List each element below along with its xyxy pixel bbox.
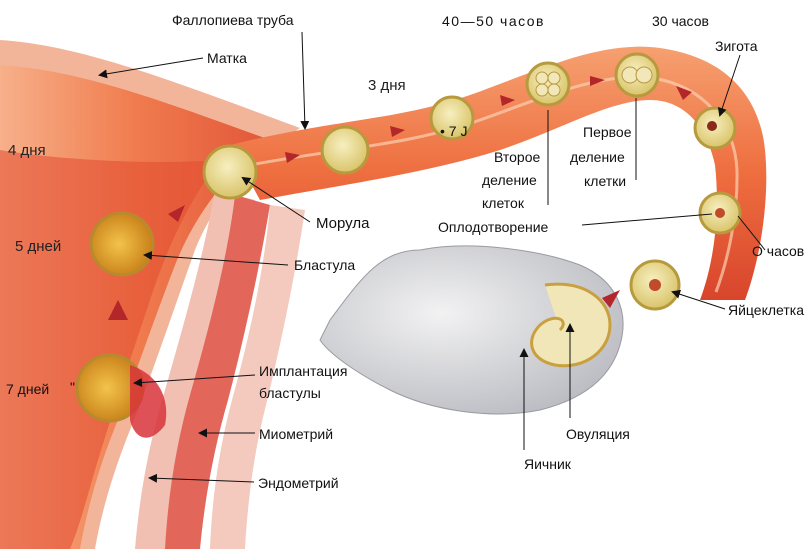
label-days-7: 7 дней (6, 381, 49, 397)
label-hours-40-50: 40—50 часов (442, 13, 545, 29)
label-quote-mark: " (70, 379, 75, 395)
label-fallopian-tube: Фаллопиева труба (172, 12, 294, 28)
label-hours-0: О часов (752, 243, 804, 259)
label-morula: Морула (316, 215, 369, 232)
label-implantation-2: бластулы (259, 385, 321, 401)
label-implantation-1: Имплантация (259, 363, 347, 379)
label-second-division-3: клеток (482, 195, 524, 211)
label-myometrium: Миометрий (259, 426, 333, 442)
label-zygote: Зигота (715, 38, 758, 54)
label-ovulation: Овуляция (566, 426, 630, 442)
label-ovary: Яичник (524, 456, 571, 472)
label-first-division-3: клетки (584, 173, 626, 189)
label-fertilization: Оплодотворение (438, 219, 548, 235)
label-blastula: Бластула (294, 257, 355, 273)
label-days-5: 5 дней (15, 238, 61, 255)
label-hours-30: 30 часов (652, 13, 709, 29)
ovary (320, 246, 623, 414)
blastula-cell (91, 213, 153, 275)
label-second-division-1: Второе (494, 149, 540, 165)
label-second-division-2: деление (482, 172, 537, 188)
label-uterus: Матка (207, 50, 247, 66)
label-marker-7j: • 7 J (440, 123, 467, 139)
label-endometrium: Эндометрий (258, 475, 339, 491)
label-days-4: 4 дня (8, 142, 46, 159)
label-days-3: 3 дня (368, 77, 406, 94)
label-first-division-1: Первое (583, 124, 632, 140)
label-egg-cell: Яйцеклетка (728, 302, 804, 318)
morula-cell-2 (204, 146, 256, 198)
label-first-division-2: деление (570, 149, 625, 165)
four-cell-stage (527, 63, 569, 105)
morula-cell-1 (322, 127, 368, 173)
